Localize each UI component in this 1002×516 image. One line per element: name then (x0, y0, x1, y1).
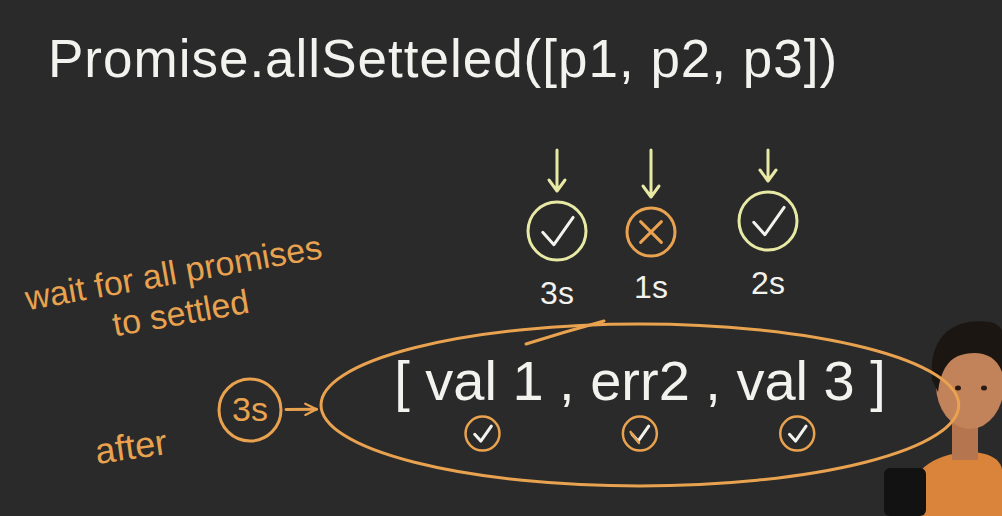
flow-arrow (286, 408, 317, 411)
pointer-arrows (549, 150, 776, 197)
check-mark (790, 426, 807, 441)
circle-outline (526, 200, 588, 262)
after-text: after (92, 420, 169, 473)
circle-shape (739, 192, 797, 250)
title-text: Promise.allSetteled([p1, p2, p3]) (48, 28, 838, 89)
circle-outline (737, 190, 799, 252)
node-text: 2s (751, 266, 785, 301)
result-ellipse: [ val 1 , err2 , val 3 ] (319, 322, 961, 488)
fulfilled-circle: 2s (737, 190, 799, 301)
pointer-arrow (549, 150, 565, 191)
node-text: 1s (634, 270, 668, 305)
mark-circle (623, 417, 657, 451)
presenter-eye (981, 386, 987, 391)
fulfilled-circle: 3s (526, 200, 588, 311)
check-mark (543, 217, 573, 244)
presenter-eye (955, 386, 961, 391)
presenter-figure (884, 321, 1002, 516)
node-text: 3s (540, 276, 574, 311)
mark-circle (780, 417, 814, 451)
pointer-arrow (760, 150, 776, 181)
time-circle: 3s (217, 377, 283, 443)
rejected-circle: 1s (625, 206, 677, 305)
status-mark (780, 417, 814, 451)
circle-shape (528, 202, 586, 260)
check-mark (475, 426, 492, 441)
node-text: [ val 1 , err2 , val 3 ] (394, 350, 886, 412)
cross-mark (641, 222, 662, 243)
circle-shape (219, 379, 281, 441)
circle-shape (627, 208, 675, 256)
circle-outline (625, 206, 677, 258)
status-mark (623, 417, 657, 451)
node-text: 3s (232, 391, 268, 428)
cross-mark (631, 432, 640, 443)
mark-circle (466, 417, 500, 451)
note-text: wait for all promises to settled (7, 224, 346, 362)
pointer-arrow (643, 150, 659, 197)
check-mark (754, 207, 784, 234)
status-mark (466, 417, 500, 451)
ellipse-shape (321, 324, 959, 486)
presenter-hair (932, 321, 1002, 392)
microphone (884, 468, 926, 516)
